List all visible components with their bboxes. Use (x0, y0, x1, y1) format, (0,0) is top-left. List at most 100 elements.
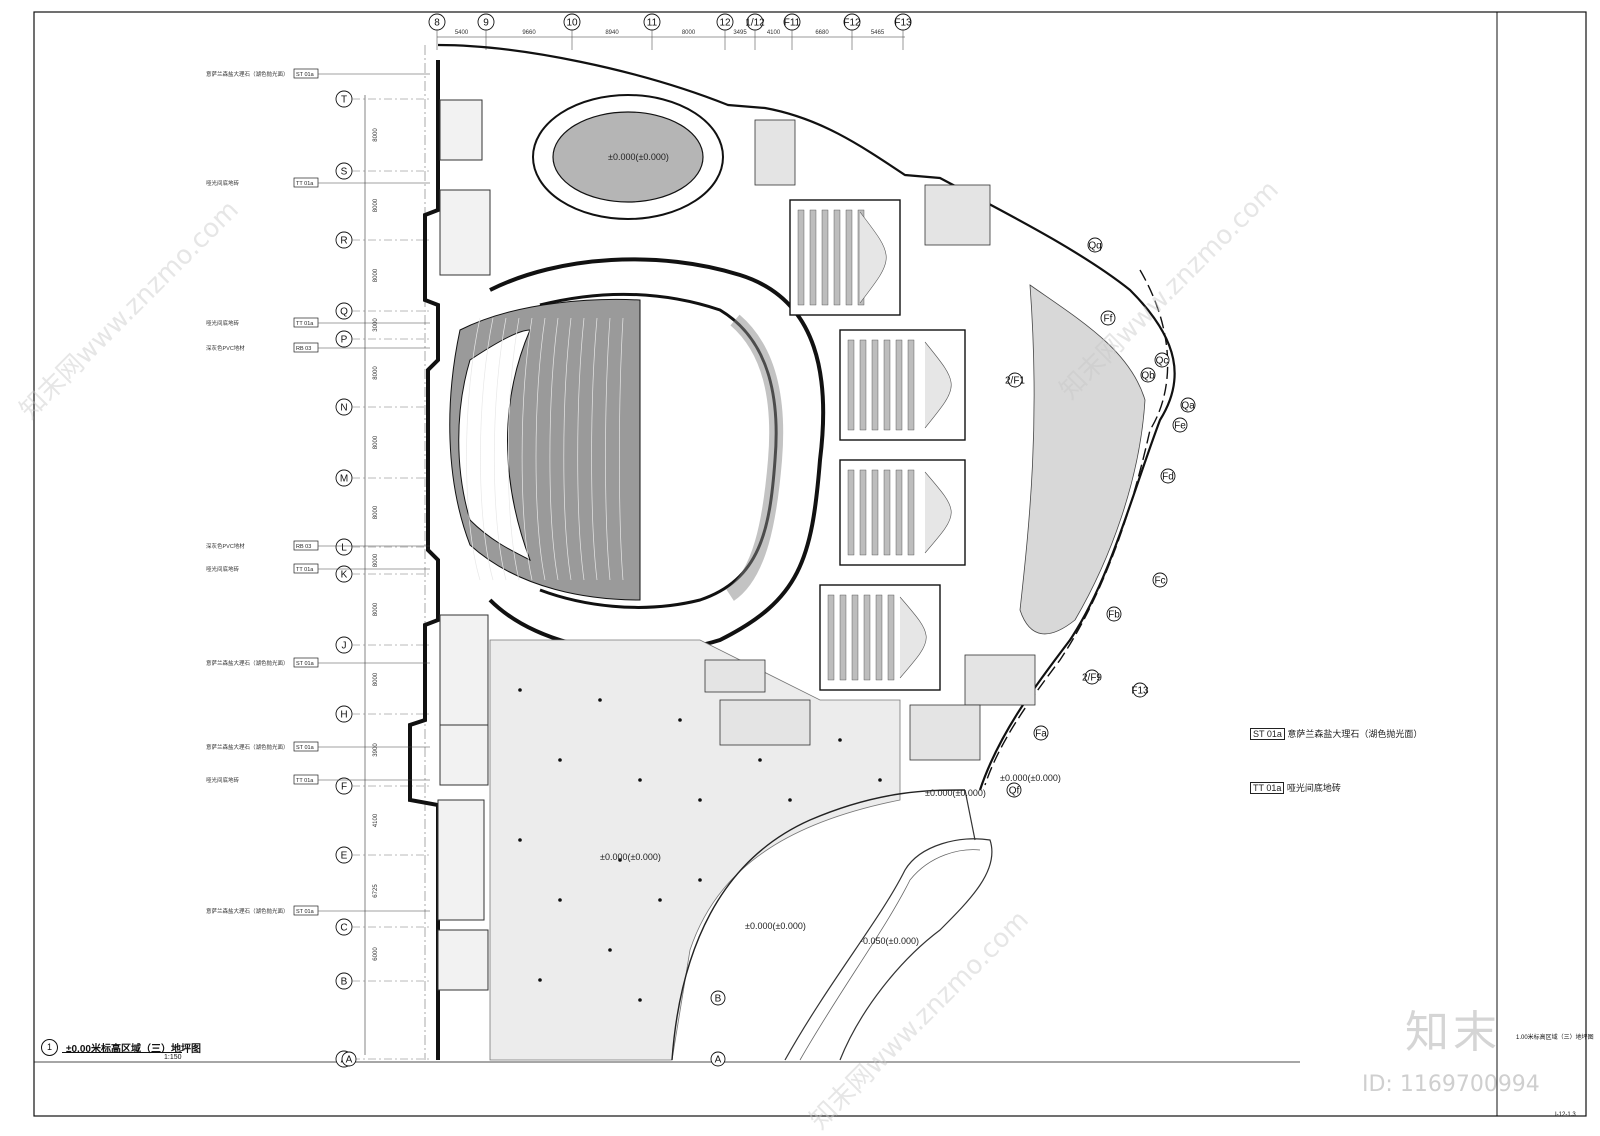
callout-2-label: Qc (1156, 356, 1169, 367)
grid-top-4-label: 12 (719, 18, 731, 29)
stair-blocks (704, 119, 1036, 761)
grid-left-dim-1: 8000 (373, 198, 379, 212)
material-note-4: 深灰色PVC地材 (206, 542, 245, 550)
small-hall-2-seats-5 (907, 469, 915, 556)
grid-top-dim-1: 9660 (522, 30, 536, 36)
small-hall-0-seats-2 (821, 209, 829, 306)
grid-left-H-label: H (340, 710, 347, 721)
material-note-9: 意萨兰森盐大理石（湖色抛光面） (206, 907, 289, 915)
callout-8-label: Fb (1108, 610, 1120, 621)
bollard-5 (698, 798, 702, 802)
bollard-13 (758, 758, 762, 762)
grid-left-dim-12: 6725 (373, 884, 379, 898)
small-hall-3-seats-1 (839, 594, 847, 681)
grid-top-1-label: 9 (483, 18, 489, 29)
small-hall-3-seats-3 (863, 594, 871, 681)
seat-row-3 (507, 317, 520, 581)
small-hall-0-seats-1 (809, 209, 817, 306)
callout-4-circle (1100, 310, 1116, 326)
callout-7-circle (1152, 572, 1168, 588)
small-hall-2-seats-0 (847, 469, 855, 556)
callout-5-circle (1172, 417, 1188, 433)
bollard-7 (558, 898, 562, 902)
watermark-logo: 知末 (1405, 1007, 1501, 1058)
grid-top-2-label: 10 (566, 18, 578, 29)
grid-left-dim-2: 8000 (373, 268, 379, 282)
main-hall-aisle-band (725, 314, 784, 601)
bollard-12 (788, 798, 792, 802)
left-grid-bubbles: TSRQPNMLKJHFECBA800080008000300080008000… (335, 90, 430, 1068)
material-code-7: ST 01a (296, 745, 315, 751)
small-hall-3-stage (899, 596, 927, 679)
callout-9-circle (1033, 725, 1049, 741)
material-tags: 意萨兰森盐大理石（湖色抛光面） ST 01a 哑光间底地砖 TT 01a 哑光间底地砖 T… (206, 68, 430, 916)
callout-6-label: Fd (1162, 472, 1174, 483)
callout-2-circle (1154, 352, 1170, 368)
grid-left-P-label: P (341, 335, 348, 346)
callout-13-circle (1007, 372, 1023, 388)
grid-top-7-label: F12 (843, 18, 861, 29)
grid-top-dim-3: 8000 (682, 30, 696, 36)
small-hall-0-seats-3 (833, 209, 841, 306)
small-hall-1-seats-5 (907, 339, 915, 431)
small-hall-1-stage (924, 341, 952, 429)
material-note-2: 哑光间底地砖 (206, 319, 240, 327)
bollard-15 (878, 778, 882, 782)
callout-4-label: Ff (1104, 314, 1113, 325)
grid-left-dim-4: 8000 (373, 366, 379, 380)
small-hall-3-seats-4 (875, 594, 883, 681)
seat-row-9 (591, 317, 598, 581)
small-hall-1-seats-0 (847, 339, 855, 431)
bollard-17 (638, 998, 642, 1002)
grid-left-B-label: B (341, 977, 348, 988)
callout-12-circle (1084, 669, 1100, 685)
material-note-3: 深灰色PVC地材 (206, 344, 245, 352)
bollard-10 (608, 948, 612, 952)
east-landscape-zone (1019, 284, 1146, 635)
material-code-box-4 (293, 540, 319, 551)
grid-left-K-label: K (341, 570, 348, 581)
title-underline (62, 1052, 182, 1053)
grid-left-T-label: T (341, 95, 347, 106)
small-hall-3-seats-0 (827, 594, 835, 681)
grid-left-F-label: F (341, 782, 347, 793)
grid-left-dim-8: 8000 (373, 602, 379, 616)
material-code-5: TT 01a (296, 567, 314, 573)
grid-left-M-label: M (340, 474, 348, 485)
elevation-outdoor: ±0.000(±0.000) (745, 921, 806, 931)
grid-top-8-label: F13 (894, 18, 912, 29)
drawing-number: 1 (41, 1039, 58, 1056)
small-hall-1-seats-1 (859, 339, 867, 431)
grid-top-dim-5: 4100 (767, 30, 781, 36)
callout-7-label: Fc (1154, 576, 1165, 587)
callout-13-label: 2/F1 (1005, 376, 1025, 387)
material-note-7: 意萨兰森盐大理石（湖色抛光面） (206, 743, 289, 751)
seat-row-10 (605, 317, 611, 581)
bollard-16 (538, 978, 542, 982)
bollard-6 (618, 858, 622, 862)
bollard-3 (638, 778, 642, 782)
callout-10-circle (1006, 782, 1022, 798)
grid-left-dim-6: 8000 (373, 505, 379, 519)
bollard-14 (838, 738, 842, 742)
callout-0-label: Qb (1141, 371, 1155, 382)
grid-top-6-label: F11 (784, 18, 801, 29)
small-hall-1-seats-3 (883, 339, 891, 431)
grid-left-dim-7: 8000 (373, 553, 379, 567)
grid-left-C-label: C (340, 923, 347, 934)
bottom-callouts: AAB (341, 990, 726, 1067)
material-note-8: 哑光间底地砖 (206, 776, 240, 784)
drawing-title: ±0.00米标高区域（三）地坪图 (66, 1044, 201, 1055)
small-hall-1-seats-2 (871, 339, 879, 431)
material-note-0: 意萨兰森盐大理石（湖色抛光面） (206, 70, 289, 78)
material-code-box-5 (293, 563, 319, 574)
bottom-callout-0-label: A (715, 1055, 722, 1066)
small-hall-2-seats-2 (871, 469, 879, 556)
grid-left-Q-label: Q (340, 307, 348, 318)
seat-row-6 (549, 317, 559, 581)
grid-left-L-label: L (341, 543, 347, 554)
material-code-8: TT 01a (296, 778, 314, 784)
grid-left-dim-11: 4100 (373, 813, 379, 827)
main-hall-seat-rows (466, 317, 624, 581)
